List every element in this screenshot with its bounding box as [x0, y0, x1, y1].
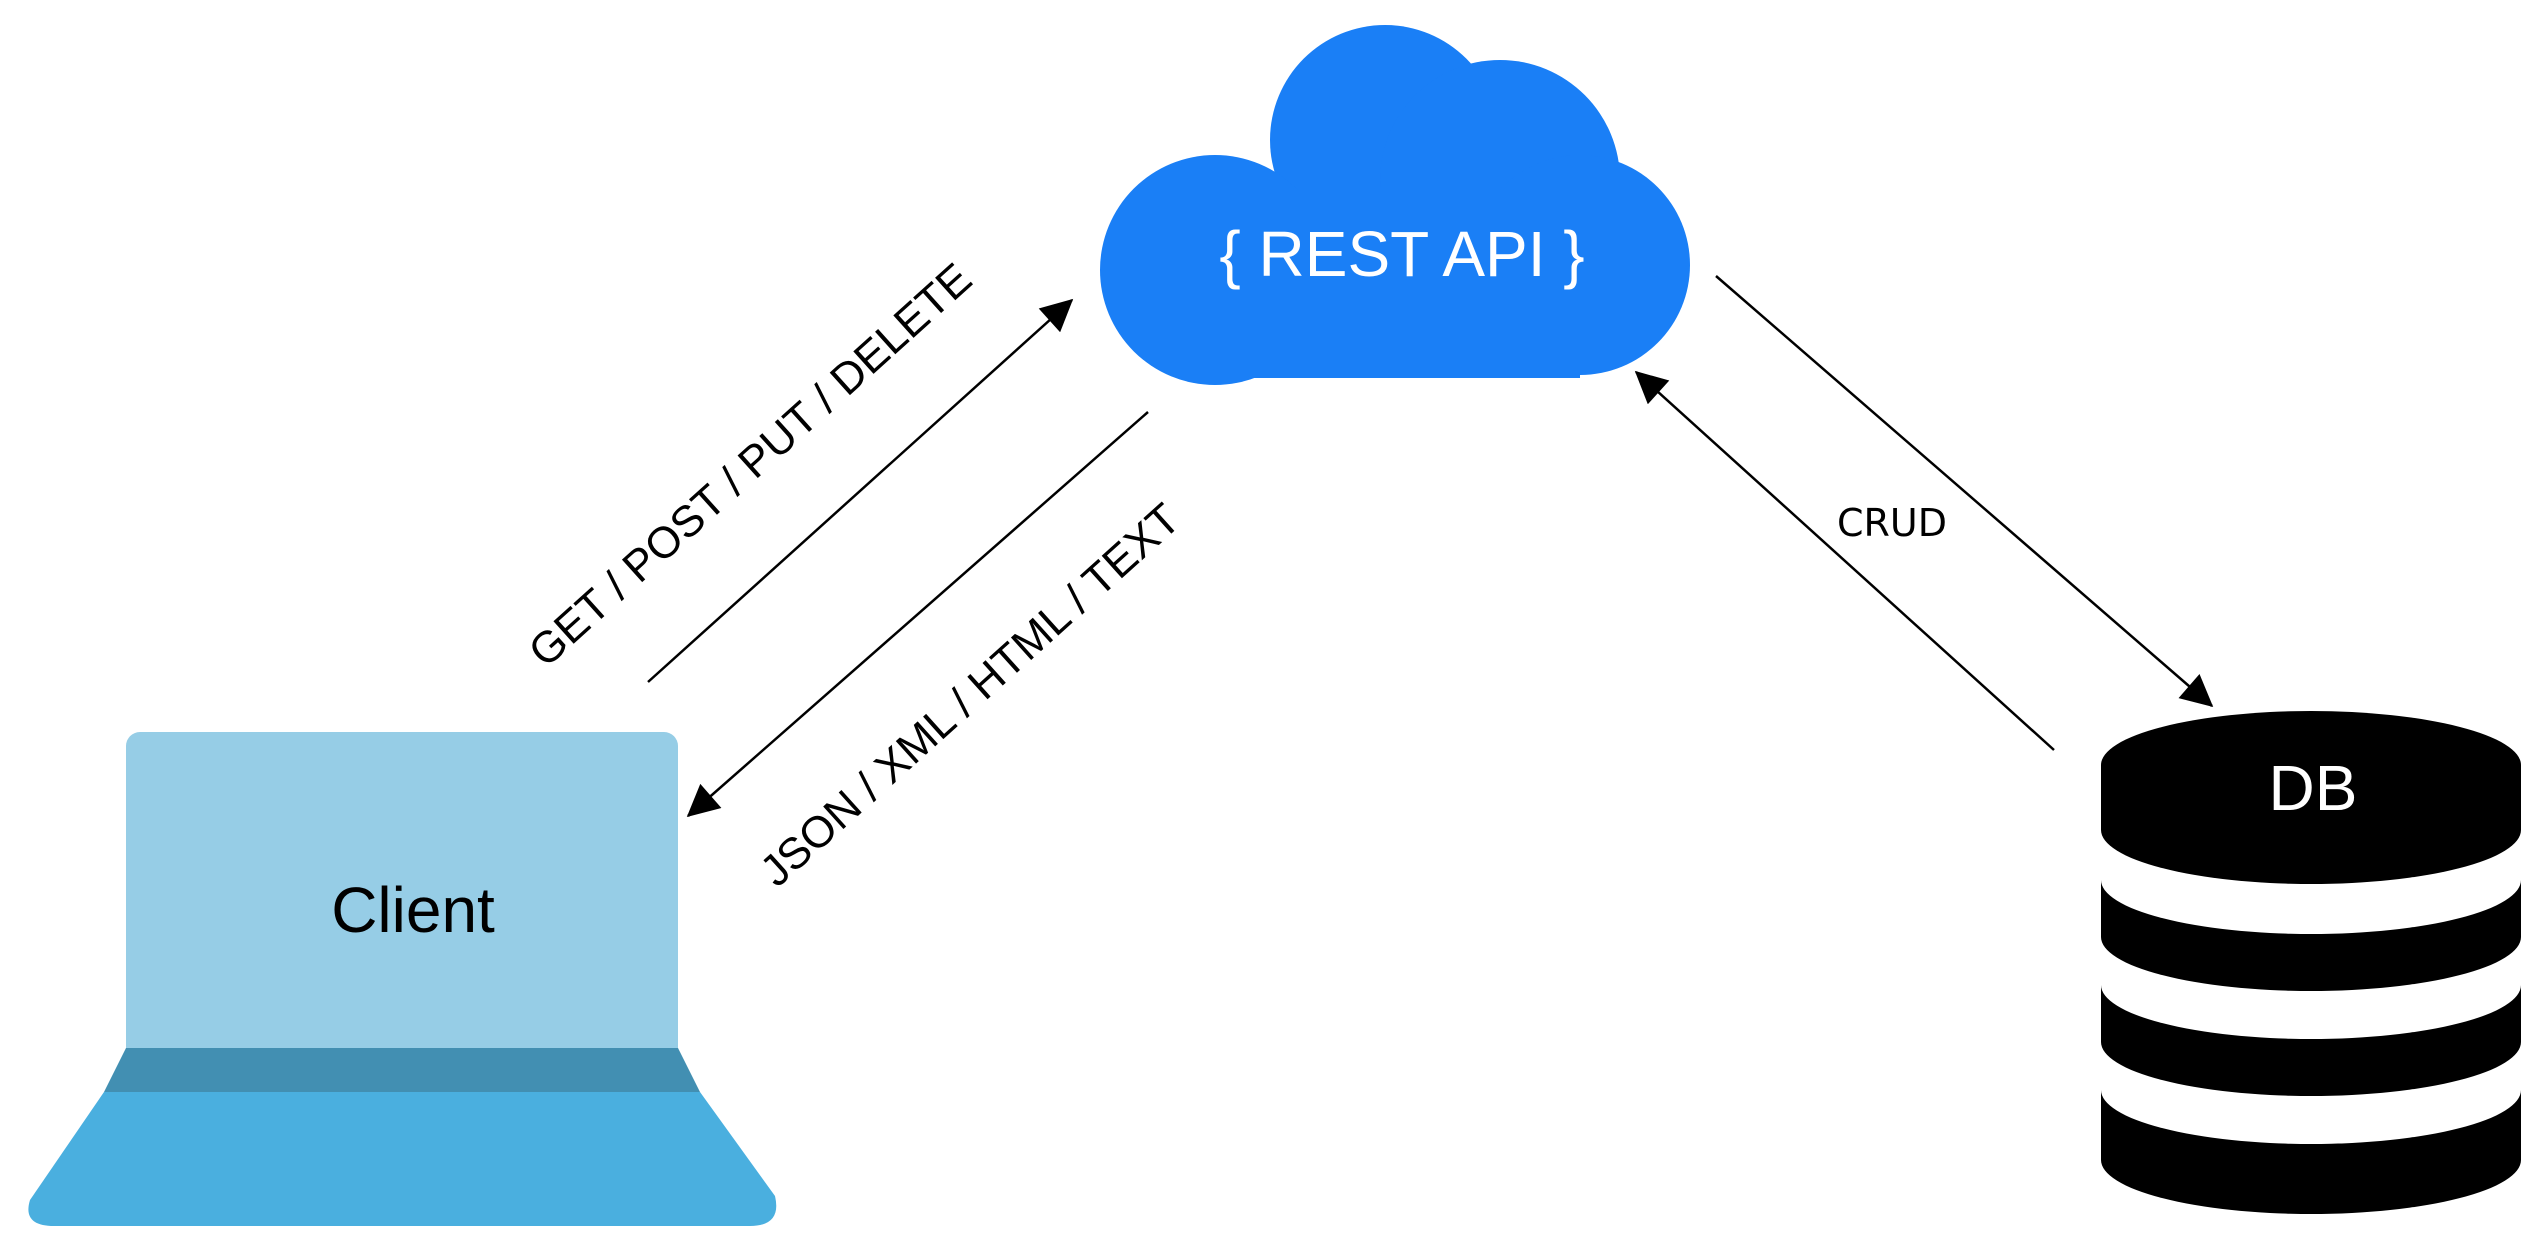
db-label: DB [2269, 752, 2358, 824]
db-to-api-arrow [1634, 370, 2055, 751]
rest-api-cloud: { REST API } [1100, 25, 1690, 385]
db-middle-disk-1 [2101, 880, 2521, 991]
db-middle-disk-2 [2101, 985, 2521, 1096]
response-arrow [686, 411, 1149, 818]
database: DB [2101, 711, 2521, 1214]
db-top-disk [2101, 711, 2521, 884]
cloud-shape [1100, 25, 1690, 385]
crud-label: CRUD [1837, 501, 1947, 545]
client-label: Client [331, 874, 495, 946]
api-to-db-arrow [1715, 275, 2214, 708]
rest-api-label: { REST API } [1219, 218, 1584, 290]
laptop-base [28, 1092, 777, 1226]
request-label: GET / POST / PUT / DELETE [519, 254, 981, 677]
response-label: JSON / XML / HTML / TEXT [751, 494, 1190, 896]
db-bottom-disk [2101, 1090, 2521, 1214]
client-laptop: Client [28, 732, 777, 1226]
laptop-screen [126, 732, 678, 1062]
edges [647, 275, 2214, 818]
request-arrow [647, 298, 1074, 683]
laptop-hinge [104, 1048, 700, 1092]
